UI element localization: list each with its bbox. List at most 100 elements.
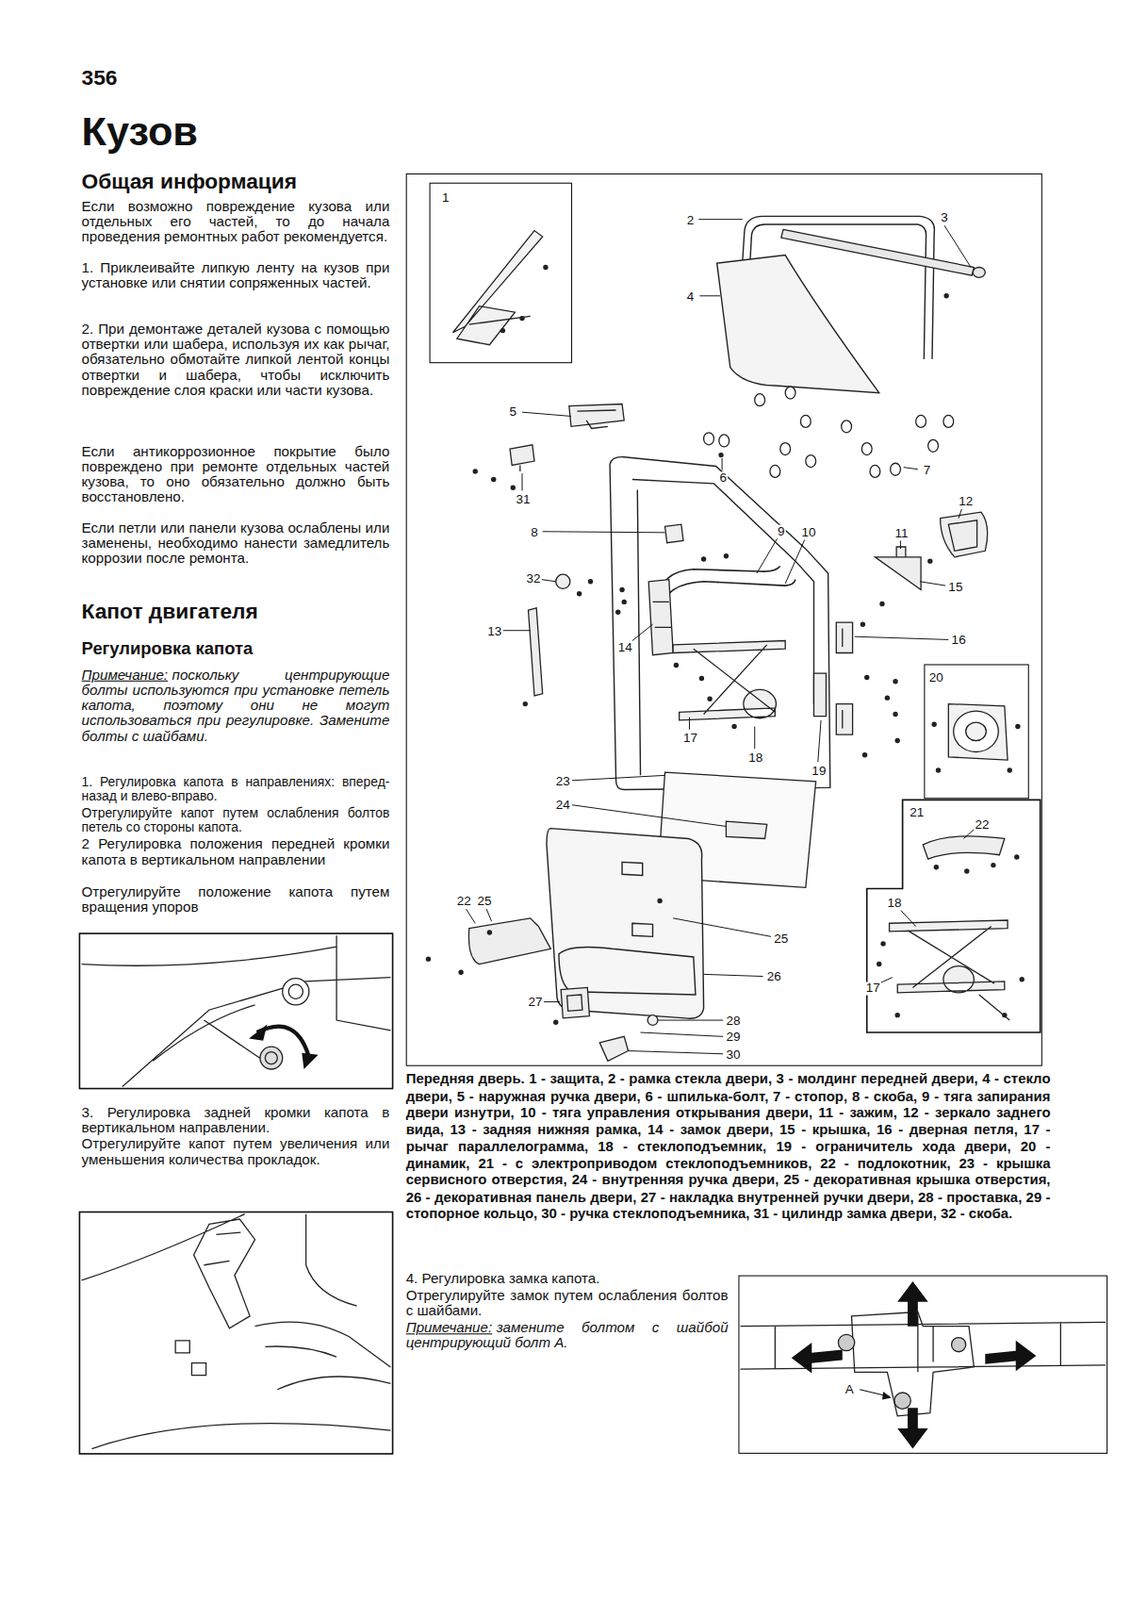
subheading: Регулировка капота: [81, 638, 254, 658]
hood-stop: [282, 978, 310, 1005]
door-rod: [657, 566, 796, 611]
text-block: Капот двигателя: [81, 598, 391, 623]
bolt: [426, 264, 1025, 1025]
callout-number: 18: [885, 897, 902, 911]
door-shell: [609, 457, 831, 790]
callout-number: 9: [776, 524, 787, 539]
callout-number: 17: [682, 731, 699, 745]
figure-frame: [79, 1211, 393, 1453]
door-hinge: [835, 622, 853, 735]
callout-number: 10: [800, 525, 817, 540]
protection: [452, 230, 542, 345]
callout-number: 31: [514, 492, 531, 507]
text-block: Отрегулируйте положение капота путем вра…: [81, 884, 391, 915]
callout-number: 15: [947, 580, 964, 594]
leader-line: [466, 219, 975, 1054]
step-text: Отрегулируйте замок путем ослабления бол…: [406, 1285, 729, 1318]
hood-hinge: [81, 1213, 392, 1449]
step-text: Отрегулируйте капот путем увеличения или…: [81, 1134, 391, 1167]
bracket: [665, 524, 684, 542]
figure-caption: Передняя дверь. 1 - защита, 2 - рамка ст…: [406, 1070, 1051, 1223]
inset-outline: [866, 798, 1042, 1033]
list-item: 1. Приклеивайте липкую ленту на кузов пр…: [81, 259, 391, 292]
step-text: 2 Регулировка положения передней кромки …: [81, 835, 391, 868]
armrest: [922, 835, 1005, 859]
callout-number: 30: [724, 1048, 741, 1062]
page-number: 356: [81, 65, 118, 89]
callout-number: 11: [893, 526, 909, 541]
text-block: Примечание:замените болтом с шайбой цент…: [406, 1319, 729, 1350]
power-regulator: [889, 919, 1011, 1020]
callout-number: 7: [922, 463, 933, 477]
page-title: Кузов: [81, 108, 198, 154]
door-glass: [717, 255, 880, 394]
hood-panel: [81, 934, 392, 1086]
arrow-head: [248, 1023, 319, 1069]
callout-number: 25: [772, 933, 789, 947]
callout-number: 23: [555, 774, 572, 788]
callout-number: 26: [766, 970, 783, 984]
outside-handle: [569, 403, 624, 428]
callout-number: 14: [617, 640, 634, 655]
callout-number: 24: [555, 798, 572, 812]
step-text: 4. Регулировка замка капота.: [406, 1269, 601, 1286]
figure-frame: [79, 933, 393, 1088]
adjust-arrow: [791, 1280, 1037, 1448]
text-block: Если возможно повреждение кузова или отд…: [81, 198, 391, 246]
callout-number: 18: [747, 751, 764, 765]
paragraph: Если антикоррозионное покрытие было повр…: [81, 442, 391, 506]
text-block: Отрегулируйте капот путем увеличения или…: [81, 1135, 391, 1166]
callout-number: 4: [686, 290, 696, 304]
lock-cylinder: [509, 444, 535, 472]
callout-number: 16: [950, 634, 968, 648]
text-block: 2 Регулировка положения передней кромки …: [81, 835, 391, 867]
text-block: 356: [81, 65, 205, 90]
callout-number: 25: [475, 895, 492, 909]
text-block: 2. При демонтаже деталей кузова с помощь…: [81, 321, 391, 398]
text-block: Регулировка капота: [81, 638, 391, 659]
callout-number: 22: [456, 895, 473, 909]
callout-number: 21: [908, 805, 925, 820]
window-regulator: [672, 640, 786, 721]
callout-number: 8: [529, 525, 540, 540]
bracket: [556, 573, 571, 589]
paragraph: Если петли или панели кузова ослаблены и…: [81, 519, 391, 567]
armrest: [468, 917, 551, 965]
inset-outline: [867, 799, 1041, 1033]
figure-frame: A: [737, 1275, 1108, 1454]
molding: [781, 229, 985, 278]
note-label: Примечание:: [406, 1318, 492, 1335]
arrow-head: [882, 1391, 892, 1400]
step-text: Отрегулируйте положение капота путем вра…: [81, 883, 391, 916]
callout-number: 5: [508, 405, 518, 419]
callout-number: A: [844, 1382, 855, 1396]
inside-handle: [725, 820, 767, 838]
text-block: Отрегулируйте капот путем ослабления бол…: [81, 805, 391, 835]
callout-number: 1: [441, 191, 451, 205]
inset-frame: 1: [429, 182, 573, 364]
callout-number: 29: [724, 1030, 741, 1044]
callout-number: 19: [810, 764, 827, 778]
callout-number: 6: [718, 471, 728, 485]
text-block: 3. Регулировка задней кромки капота в ве…: [81, 1104, 391, 1135]
section-heading: Общая информация: [81, 169, 297, 194]
text-block: 1. Приклеивайте липкую ленту на кузов пр…: [81, 260, 391, 291]
text-block: Примечание:поскольку центрирующие болты …: [81, 667, 391, 744]
handle-bezel: [560, 986, 590, 1017]
callout-number: 28: [724, 1014, 741, 1028]
callout-number: 2: [686, 213, 696, 228]
mirror-cover: [874, 546, 921, 590]
mirror: [940, 511, 988, 558]
step-text: 1. Регулировка капота в направлениях: вп…: [81, 773, 391, 804]
text-block: Если петли или панели кузова ослаблены и…: [81, 520, 391, 567]
text-block: 1. Регулировка капота в направлениях: вп…: [81, 774, 391, 804]
door-lock: [648, 579, 673, 656]
lower-frame: [528, 607, 543, 696]
door-check: [813, 672, 826, 716]
hood-bolt: [260, 1046, 283, 1069]
step-text: Отрегулируйте капот путем ослабления бол…: [81, 804, 391, 835]
lock-bolt: [837, 1333, 966, 1409]
callout-number: 22: [973, 818, 990, 832]
callout-number: 20: [928, 672, 945, 686]
trim-panel: [546, 828, 705, 1019]
